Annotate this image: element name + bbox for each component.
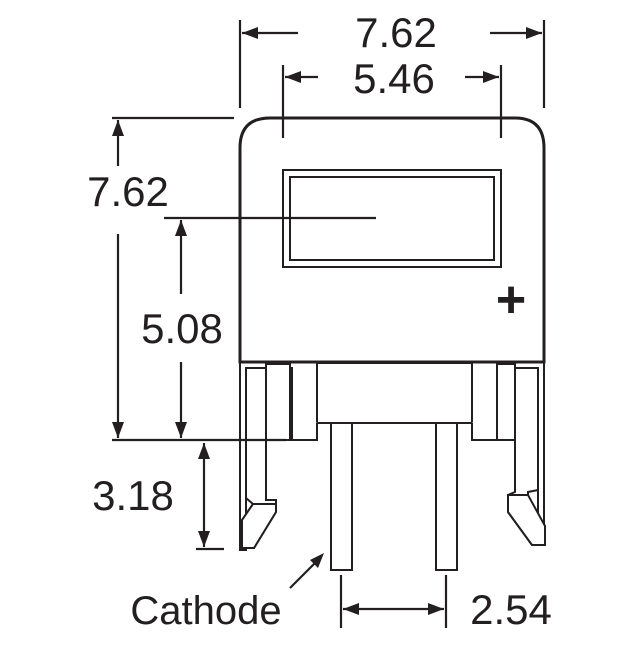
polarity-mark: + xyxy=(496,271,526,329)
cathode-callout: Cathode xyxy=(130,553,324,633)
dim-body-height: 7.62 xyxy=(87,116,286,442)
dim-lead-bend-height-value: 3.18 xyxy=(92,472,174,519)
cathode-lead xyxy=(330,422,353,571)
dim-window-width-value: 5.46 xyxy=(353,55,435,102)
right-tab-slot xyxy=(496,363,516,441)
base-block xyxy=(316,362,473,424)
dim-lead-pitch: 2.54 xyxy=(339,575,552,633)
anode-lead xyxy=(435,422,458,571)
left-bent-lead-face xyxy=(241,503,277,549)
dim-body-height-value: 7.62 xyxy=(87,168,169,215)
dim-lead-bend-height: 3.18 xyxy=(92,443,224,551)
cathode-label: Cathode xyxy=(130,589,281,633)
left-tab-slot xyxy=(265,363,291,441)
dim-lead-pitch-value: 2.54 xyxy=(470,586,552,633)
dim-window-center-height: 5.08 xyxy=(141,216,376,438)
dim-window-center-height-value: 5.08 xyxy=(141,305,223,352)
dim-overall-width-value: 7.62 xyxy=(355,9,437,56)
dim-window-width: 5.46 xyxy=(281,55,503,138)
right-bent-lead-face xyxy=(507,494,546,546)
dim-overall-width: 7.62 xyxy=(238,9,546,108)
